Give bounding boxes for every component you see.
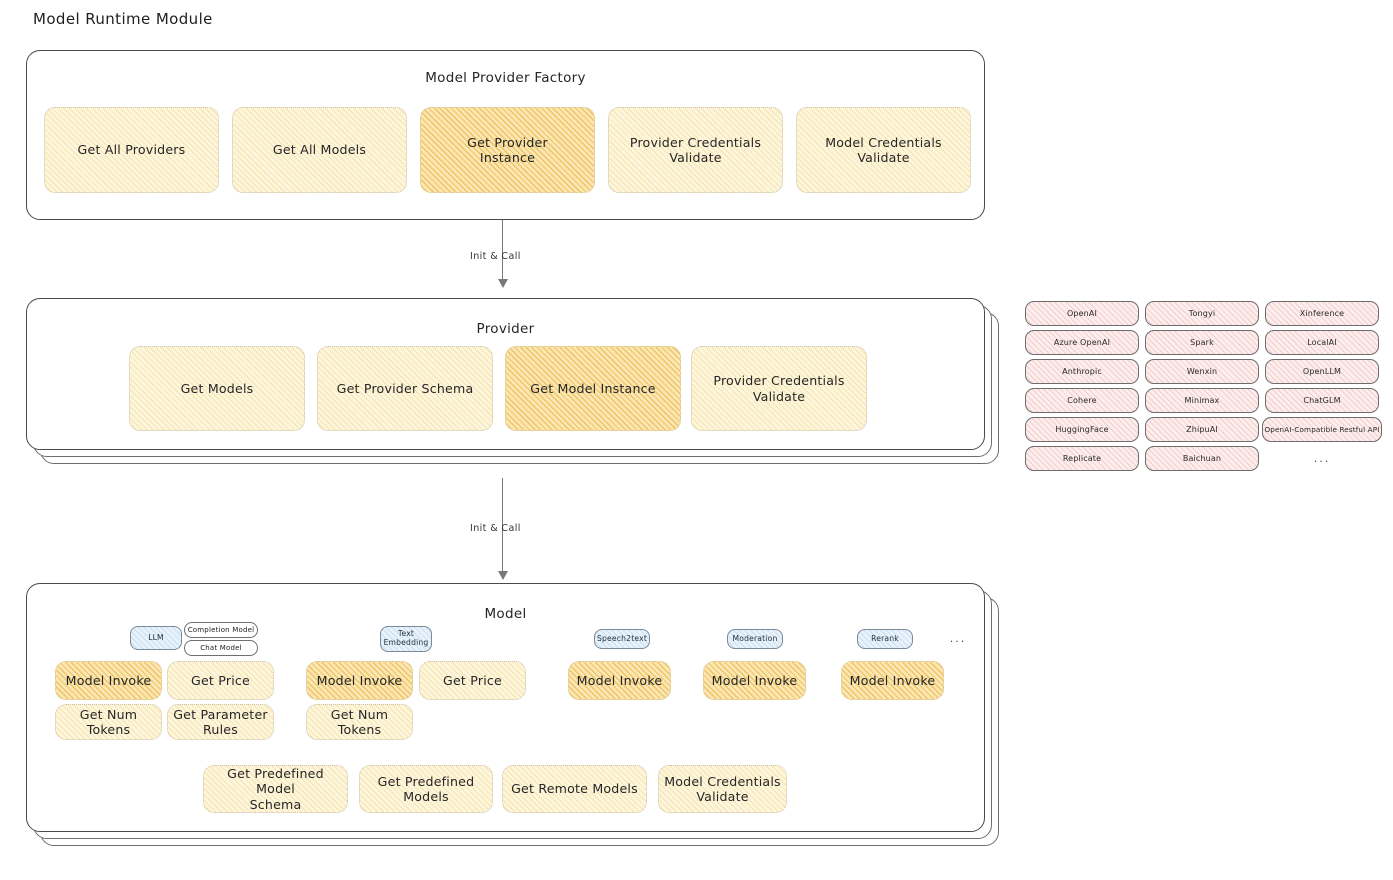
model-method-text-embedding-model-invoke[interactable]: Model Invoke xyxy=(306,661,413,700)
arrow-factory-to-provider-line xyxy=(502,220,504,282)
provider-title: Provider xyxy=(476,321,535,337)
model-method-llm-get-num-tokens[interactable]: Get Num Tokens xyxy=(55,704,162,740)
model-method-rerank-model-invoke[interactable]: Model Invoke xyxy=(841,661,944,700)
model-subtype-badge-completion-model[interactable]: Completion Model xyxy=(184,622,258,638)
model-method-llm-model-invoke[interactable]: Model Invoke xyxy=(55,661,162,700)
provider-pill-replicate[interactable]: Replicate xyxy=(1025,446,1139,471)
arrow-provider-to-model-head xyxy=(498,571,508,580)
arrow-provider-to-model-label: Init & Call xyxy=(470,523,521,534)
model-method-moderation-model-invoke[interactable]: Model Invoke xyxy=(703,661,806,700)
provider-pill-cohere[interactable]: Cohere xyxy=(1025,388,1139,413)
provider-pill-minimax[interactable]: Minimax xyxy=(1145,388,1259,413)
model-provider-factory-title: Model Provider Factory xyxy=(425,70,586,86)
model-types-more-ellipsis: ... xyxy=(949,632,967,645)
model-type-badge-speech2text[interactable]: Speech2text xyxy=(594,629,650,649)
arrow-factory-to-provider-label: Init & Call xyxy=(470,251,521,262)
arrow-provider-to-model-line xyxy=(502,478,504,574)
provider-list-more-ellipsis: ... xyxy=(1313,452,1331,465)
provider-pill-baichuan[interactable]: Baichuan xyxy=(1145,446,1259,471)
provider-pill-localai[interactable]: LocalAI xyxy=(1265,330,1379,355)
model-type-badge-moderation[interactable]: Moderation xyxy=(727,629,783,649)
provider-pill-azure-openai[interactable]: Azure OpenAI xyxy=(1025,330,1139,355)
provider-pill-xinference[interactable]: Xinference xyxy=(1265,301,1379,326)
model-shared-get-remote-models[interactable]: Get Remote Models xyxy=(502,765,647,813)
model-title: Model xyxy=(484,606,527,622)
model-method-text-embedding-get-price[interactable]: Get Price xyxy=(419,661,526,700)
provider-pill-tongyi[interactable]: Tongyi xyxy=(1145,301,1259,326)
factory-card-get-all-providers[interactable]: Get All Providers xyxy=(44,107,219,193)
provider-card-get-model-instance[interactable]: Get Model Instance xyxy=(505,346,681,431)
model-type-badge-llm[interactable]: LLM xyxy=(130,626,182,650)
provider-pill-openai[interactable]: OpenAI xyxy=(1025,301,1139,326)
page-title: Model Runtime Module xyxy=(33,10,213,28)
model-method-text-embedding-get-num-tokens[interactable]: Get Num Tokens xyxy=(306,704,413,740)
provider-pill-chatglm[interactable]: ChatGLM xyxy=(1265,388,1379,413)
provider-pill-huggingface[interactable]: HuggingFace xyxy=(1025,417,1139,442)
provider-pill-anthropic[interactable]: Anthropic xyxy=(1025,359,1139,384)
provider-pill-zhipuai[interactable]: ZhipuAI xyxy=(1145,417,1259,442)
provider-pill-spark[interactable]: Spark xyxy=(1145,330,1259,355)
provider-pill-openai-compatible-restful-api[interactable]: OpenAI-Compatible Restful API xyxy=(1262,417,1382,442)
model-type-badge-rerank[interactable]: Rerank xyxy=(857,629,913,649)
provider-card-get-models[interactable]: Get Models xyxy=(129,346,305,431)
arrow-factory-to-provider-head xyxy=(498,279,508,288)
model-subtype-badge-chat-model[interactable]: Chat Model xyxy=(184,640,258,656)
provider-pill-openllm[interactable]: OpenLLM xyxy=(1265,359,1379,384)
provider-card-get-provider-schema[interactable]: Get Provider Schema xyxy=(317,346,493,431)
factory-card-get-all-models[interactable]: Get All Models xyxy=(232,107,407,193)
provider-pill-wenxin[interactable]: Wenxin xyxy=(1145,359,1259,384)
model-method-speech2text-model-invoke[interactable]: Model Invoke xyxy=(568,661,671,700)
model-method-llm-get-price[interactable]: Get Price xyxy=(167,661,274,700)
